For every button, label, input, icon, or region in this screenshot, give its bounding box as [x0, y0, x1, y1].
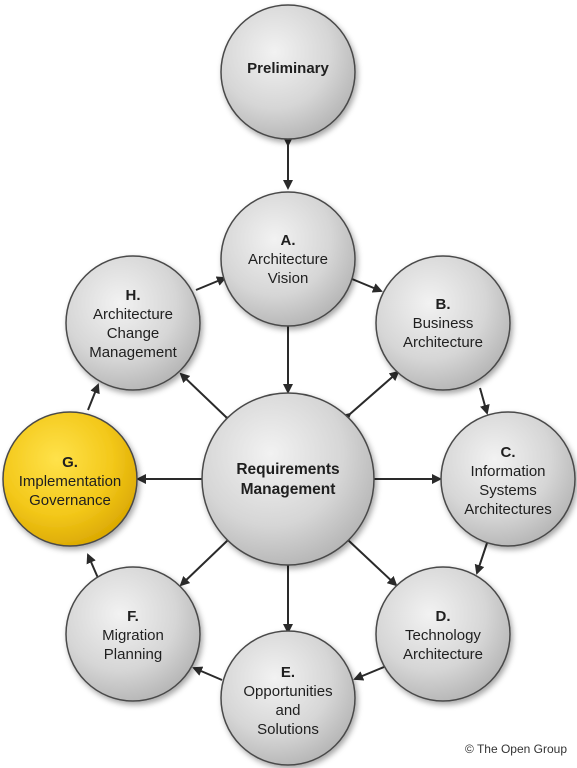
phase-f-line-2: Planning [104, 646, 162, 663]
phase-c-line-3: Architectures [464, 501, 552, 518]
phase-g-circle [2, 411, 138, 547]
phase-e-line-2: and [275, 702, 300, 719]
connectors [86, 137, 490, 681]
phase-c-line-2: Systems [479, 482, 537, 499]
arrow-center-d [338, 530, 398, 587]
phase-g-line-2: Governance [29, 492, 111, 509]
center-line-1: Requirements [236, 461, 339, 478]
phase-h-line-3: Management [89, 344, 177, 361]
phase-h-line-1: Architecture [93, 306, 173, 323]
phase-d-line-1: Technology [405, 627, 481, 644]
phase-e-letter: E. [281, 664, 295, 681]
phase-b-letter: B. [436, 296, 451, 313]
phase-g: G. Implementation Governance [2, 411, 138, 547]
arrow-g-h [87, 383, 100, 411]
arrow-b-c [479, 387, 490, 415]
phase-d: D. Technology Architecture [375, 566, 511, 702]
arrow-center-f [179, 530, 238, 587]
arrow-d-e [353, 666, 385, 681]
phase-h-line-2: Change [107, 325, 160, 342]
phase-e-circle [220, 630, 356, 766]
phase-b-line-2: Architecture [403, 334, 483, 351]
phase-e: E. Opportunities and Solutions [220, 630, 356, 766]
phase-h: H. Architecture Change Management [65, 255, 201, 391]
phase-h-letter: H. [126, 287, 141, 304]
phase-a-circle [220, 191, 356, 327]
phase-f-circle [65, 566, 201, 702]
phase-e-line-1: Opportunities [243, 683, 332, 700]
arrow-e-f [192, 666, 223, 681]
phase-h-circle [65, 255, 201, 391]
center-circle [201, 392, 375, 566]
phase-preliminary: Preliminary [220, 4, 356, 140]
arrow-center-h [179, 372, 236, 427]
phase-f: F. Migration Planning [65, 566, 201, 702]
phase-a: A. Architecture Vision [220, 191, 356, 327]
phase-preliminary-circle [220, 4, 356, 140]
phase-a-line-1: Architecture [248, 251, 328, 268]
phase-g-letter: G. [62, 454, 78, 471]
phase-preliminary-title: Preliminary [247, 60, 329, 77]
phase-d-circle [375, 566, 511, 702]
center-requirements-management: Requirements Management [201, 392, 375, 566]
phase-d-line-2: Architecture [403, 646, 483, 663]
arrow-c-d [474, 542, 488, 575]
phase-c: C. Information Systems Architectures [440, 411, 576, 547]
arrow-f-g [86, 553, 99, 579]
phase-b: B. Business Architecture [375, 255, 511, 391]
phase-f-line-1: Migration [102, 627, 164, 644]
phase-e-line-3: Solutions [257, 721, 319, 738]
phase-g-line-1: Implementation [19, 473, 122, 490]
phase-b-circle [375, 255, 511, 391]
phase-d-letter: D. [436, 608, 451, 625]
phase-f-letter: F. [127, 608, 139, 625]
phase-a-line-2: Vision [268, 270, 309, 287]
phase-b-line-1: Business [413, 315, 474, 332]
phase-c-circle [440, 411, 576, 547]
center-line-2: Management [241, 481, 336, 498]
phase-c-line-1: Information [470, 463, 545, 480]
arrow-a-b [351, 278, 383, 293]
phase-a-letter: A. [281, 232, 296, 249]
arrow-h-a [195, 276, 227, 291]
copyright-notice: © The Open Group [464, 742, 567, 756]
phase-c-letter: C. [501, 444, 516, 461]
arrow-center-b [340, 370, 400, 424]
